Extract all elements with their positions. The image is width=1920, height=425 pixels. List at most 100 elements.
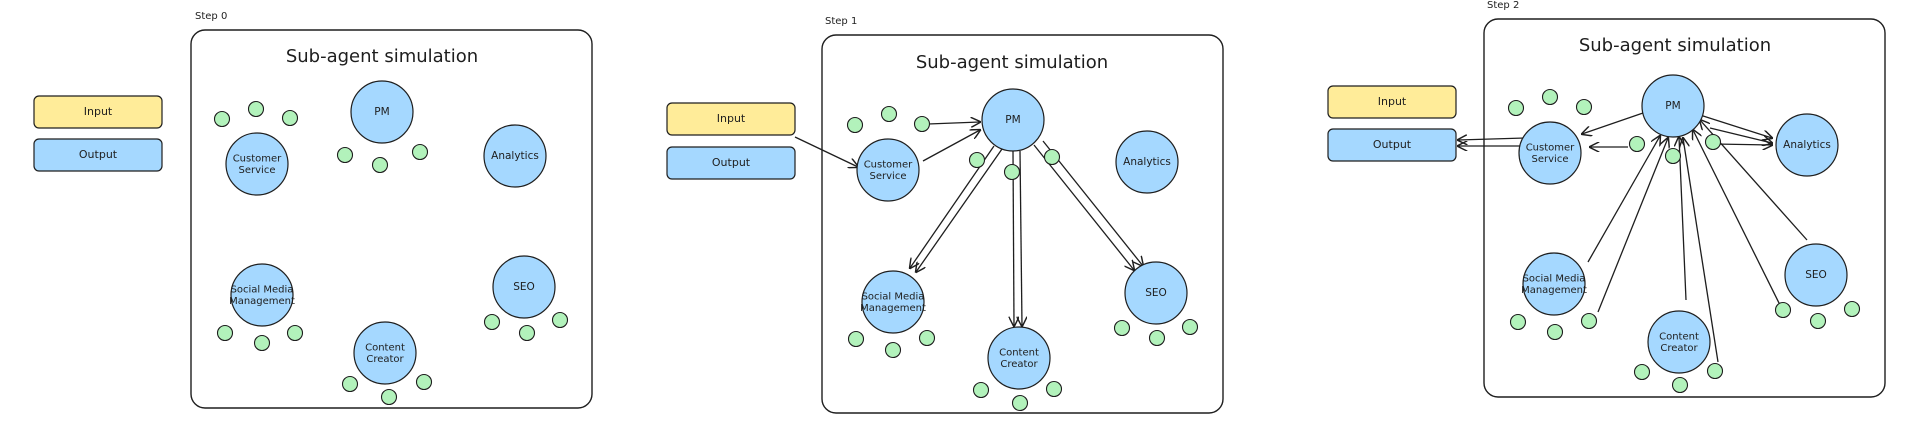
token-circle — [483, 313, 501, 331]
token-circle — [1043, 148, 1061, 166]
input-label: Input — [1378, 95, 1407, 108]
message-arrow — [922, 130, 980, 162]
message-arrow — [1693, 130, 1781, 306]
agent-seo-label: SEO — [1145, 287, 1167, 299]
token-circle — [1628, 135, 1646, 153]
message-arrow — [1013, 150, 1014, 326]
token-circle — [341, 375, 359, 393]
input-label: Input — [717, 112, 746, 125]
input-label: Input — [84, 105, 113, 118]
token-circle — [968, 151, 986, 169]
token-circle — [972, 381, 990, 399]
agent-social-media-label-line-2: Management — [1521, 285, 1587, 296]
agent-pm-label: PM — [1665, 100, 1680, 112]
token-circle — [1580, 312, 1598, 330]
token-circle — [1148, 329, 1166, 347]
agent-customer-service-label-line-2: Service — [1532, 154, 1569, 165]
token-circle — [918, 329, 936, 347]
agent-social-media — [861, 270, 925, 334]
token-circle — [371, 156, 389, 174]
token-circle — [1575, 98, 1593, 116]
token-circle — [1507, 99, 1525, 117]
agent-analytics — [483, 124, 547, 188]
agent-customer-service — [856, 138, 920, 202]
message-arrow — [1713, 144, 1772, 145]
token-circle — [913, 115, 931, 133]
message-arrow — [1042, 140, 1143, 266]
token-circle — [1664, 147, 1682, 165]
token-circle — [380, 388, 398, 406]
agent-customer-service-label-line-1: Customer — [864, 159, 913, 170]
agent-content-creator — [987, 326, 1051, 390]
step-label: Step 1 — [825, 16, 857, 27]
agent-pm-label: PM — [374, 106, 389, 118]
agent-customer-service-label-line-2: Service — [239, 165, 276, 176]
token-circle — [1809, 312, 1827, 330]
agent-customer-service — [1518, 121, 1582, 185]
token-circle — [847, 330, 865, 348]
agent-pm — [350, 80, 414, 144]
token-circle — [846, 116, 864, 134]
agent-content-creator-label-line-1: Content — [365, 342, 405, 353]
simulation-title: Sub-agent simulation — [1579, 35, 1771, 56]
token-circle — [884, 341, 902, 359]
message-arrow — [1699, 114, 1772, 138]
message-arrow — [1033, 144, 1134, 270]
input-box — [1327, 85, 1457, 119]
agent-customer-service-label-line-1: Customer — [1526, 142, 1575, 153]
message-arrow — [1587, 136, 1660, 263]
step-label: Step 2 — [1487, 0, 1519, 11]
token-circle — [253, 334, 271, 352]
output-box — [666, 146, 796, 180]
message-arrow — [1683, 138, 1719, 363]
agent-content-creator — [353, 321, 417, 385]
token-circle — [1003, 163, 1021, 181]
agent-seo — [492, 255, 556, 319]
agent-seo — [1124, 261, 1188, 325]
simulation-frame — [190, 29, 593, 409]
token-circle — [1181, 318, 1199, 336]
token-circle — [213, 110, 231, 128]
token-circle — [336, 146, 354, 164]
token-circle — [551, 311, 569, 329]
agent-social-media-label-line-2: Management — [860, 303, 926, 314]
message-arrow — [1679, 137, 1687, 301]
agent-analytics-label: Analytics — [1123, 156, 1171, 168]
token-circle — [1541, 88, 1559, 106]
token-circle — [1843, 300, 1861, 318]
agent-analytics — [1115, 130, 1179, 194]
agent-pm — [1641, 74, 1705, 138]
output-box — [1327, 128, 1457, 162]
message-arrow — [1709, 127, 1772, 143]
token-circle — [411, 143, 429, 161]
step-label: Step 0 — [195, 11, 227, 22]
agent-customer-service — [225, 132, 289, 196]
message-arrow — [1597, 138, 1668, 313]
agent-social-media-label-line-1: Social Media — [1523, 273, 1586, 284]
agent-social-media — [1522, 252, 1586, 316]
message-arrow — [1458, 138, 1527, 140]
token-circle — [286, 324, 304, 342]
message-arrow — [794, 136, 858, 167]
agent-content-creator-label-line-1: Content — [1659, 331, 1699, 342]
simulation-frame — [821, 34, 1224, 414]
message-arrow — [1582, 112, 1644, 134]
token-circle — [216, 324, 234, 342]
agent-content-creator-label-line-1: Content — [999, 347, 1039, 358]
agent-analytics — [1775, 113, 1839, 177]
token-circle — [1704, 133, 1722, 151]
agent-social-media-label-line-1: Social Media — [231, 284, 294, 295]
message-arrow — [927, 122, 980, 124]
input-box — [33, 95, 163, 129]
token-circle — [1774, 301, 1792, 319]
output-label: Output — [1373, 138, 1412, 151]
agent-content-creator-label-line-2: Creator — [1000, 359, 1038, 370]
agent-seo — [1784, 243, 1848, 307]
output-label: Output — [712, 156, 751, 169]
simulation-frame — [1483, 18, 1886, 398]
message-arrow — [916, 148, 1003, 272]
agent-customer-service-label-line-1: Customer — [233, 153, 282, 164]
token-circle — [518, 324, 536, 342]
